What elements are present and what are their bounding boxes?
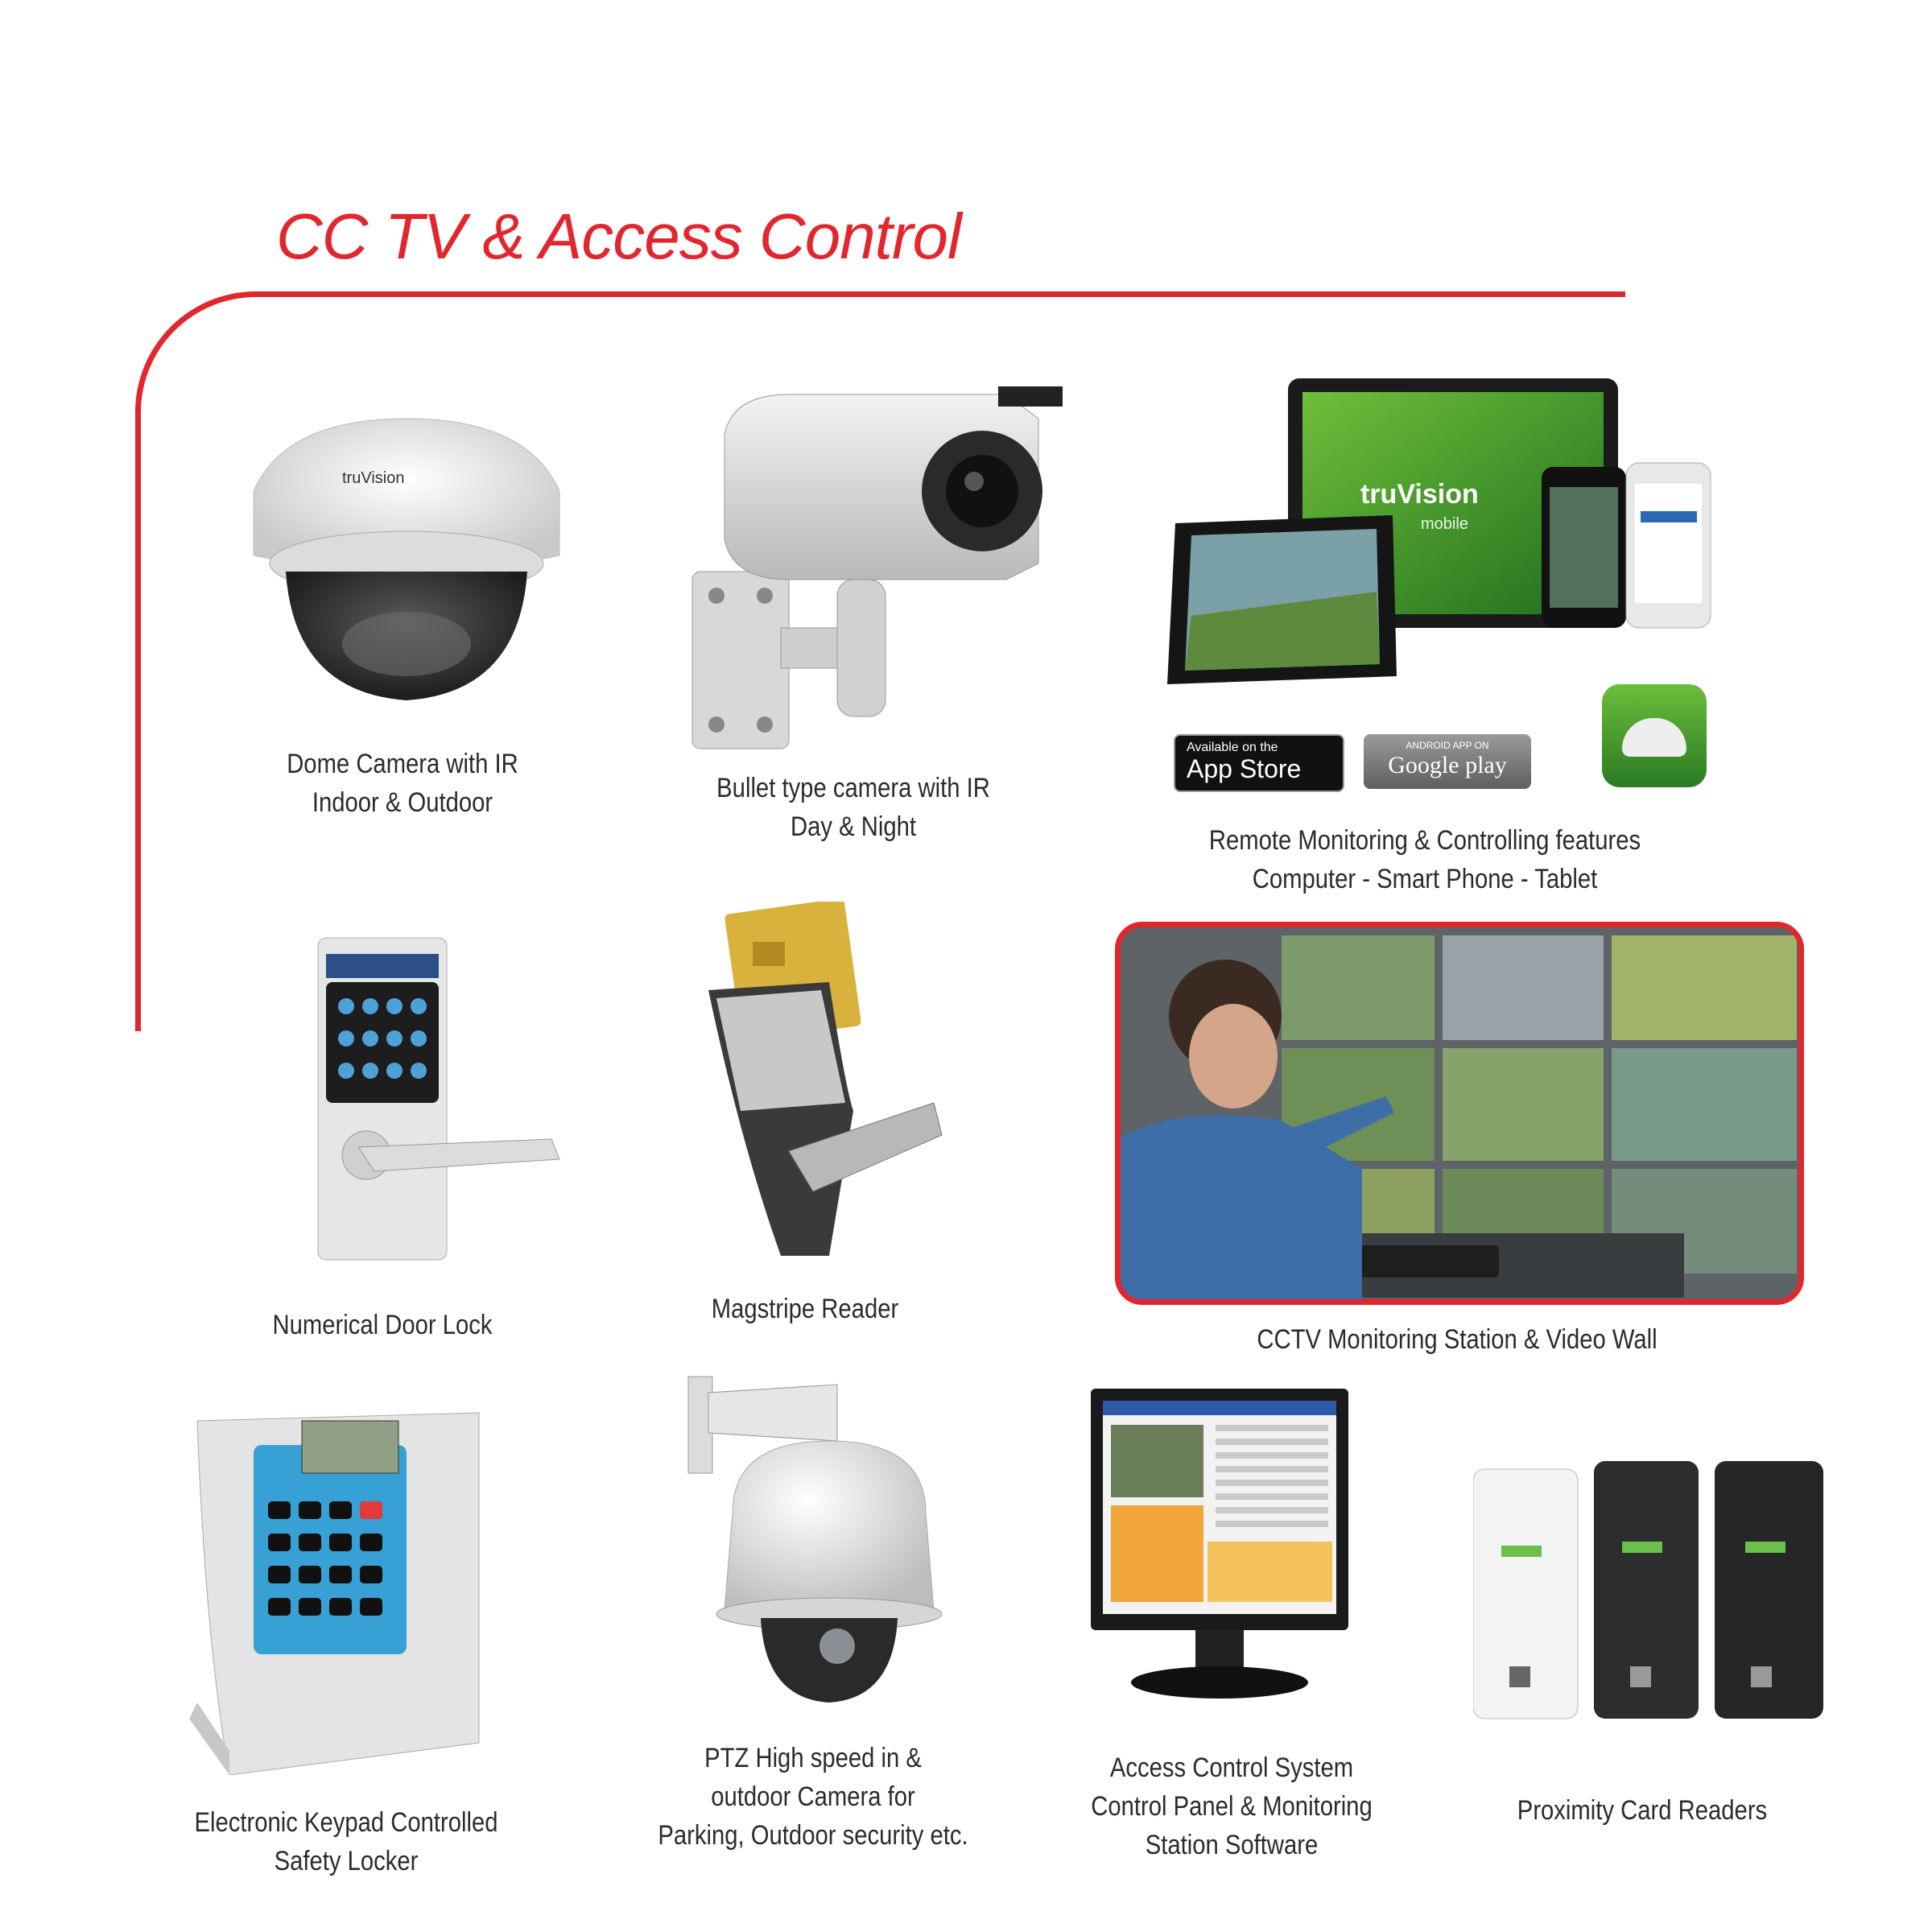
caption-magstripe-reader: Magstripe Reader	[711, 1294, 899, 1324]
google-play-large: Google play	[1388, 752, 1507, 778]
remote-monitoring-devices-image: truVision mobile	[1167, 378, 1711, 684]
mobile-logo-sub: mobile	[1421, 515, 1468, 533]
app-store-large: App Store	[1187, 754, 1302, 783]
caption-remote-monitoring: Remote Monitoring & Controlling features…	[1208, 825, 1641, 894]
app-store-badge[interactable]: Available on the App Store	[1174, 734, 1344, 792]
caption-door-lock: Numerical Door Lock	[272, 1310, 493, 1340]
door-lock-image	[317, 937, 560, 1261]
red-corner-frame	[135, 291, 1625, 1031]
camera-app-icon[interactable]	[1602, 684, 1707, 787]
google-play-badge[interactable]: ANDROID APP ON Google play	[1364, 734, 1531, 789]
page-title: CC TV & Access Control	[276, 200, 962, 272]
monitoring-station-photo	[1115, 922, 1804, 1305]
truvision-logo-dome: truVision	[342, 469, 404, 487]
truvision-logo-tablet: truVision	[1360, 479, 1479, 510]
proximity-readers-image	[1473, 1461, 1823, 1719]
google-play-small: ANDROID APP ON	[1406, 740, 1489, 751]
dome-camera-image: truVision	[253, 418, 560, 700]
ptz-camera-image	[687, 1376, 943, 1703]
safety-locker-image	[189, 1412, 480, 1775]
caption-proximity-readers: Proximity Card Readers	[1517, 1795, 1768, 1826]
access-control-monitor-image	[1091, 1389, 1348, 1699]
magstripe-reader-image	[708, 902, 943, 1256]
bullet-camera-image	[691, 386, 1063, 749]
camera-app-dome-icon	[1622, 718, 1686, 757]
caption-monitoring-station: CCTV Monitoring Station & Video Wall	[1257, 1324, 1657, 1355]
app-store-small: Available on the	[1187, 741, 1278, 754]
